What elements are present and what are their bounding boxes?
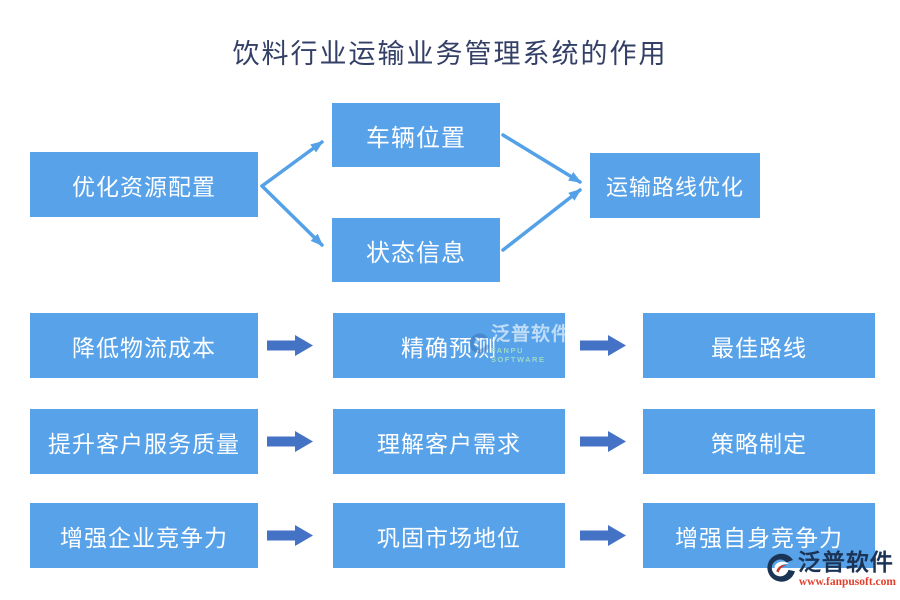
node-optimize-resources: 优化资源配置 — [30, 152, 258, 217]
arrow-status-to-target — [501, 188, 582, 252]
node-strategy-making: 策略制定 — [643, 409, 875, 474]
right-arrow-icon — [580, 431, 626, 452]
right-arrow-icon — [580, 335, 626, 356]
node-improve-service-quality: 提升客户服务质量 — [30, 409, 258, 474]
right-arrow-icon — [267, 431, 313, 452]
node-enhance-own-competitiveness: 增强自身竞争力 — [643, 503, 875, 568]
node-reduce-logistics-cost: 降低物流成本 — [30, 313, 258, 378]
right-arrow-icon — [267, 525, 313, 546]
node-vehicle-position: 车辆位置 — [332, 103, 500, 167]
page-title: 饮料行业运输业务管理系统的作用 — [232, 39, 668, 69]
arrow-source-to-status — [260, 184, 324, 247]
fanpu-swirl-icon — [767, 553, 795, 582]
fanpu-brand-logo: 泛普软件 www.fanpusoft.com — [766, 549, 896, 595]
brand-url: www.fanpusoft.com — [798, 576, 896, 588]
node-understand-customer-needs: 理解客户需求 — [333, 409, 565, 474]
node-status-info: 状态信息 — [332, 218, 500, 282]
benefit-row-service: 提升客户服务质量 理解客户需求 策略制定 — [30, 409, 875, 474]
benefit-row-logistics: 降低物流成本 精确预测 最佳路线 — [30, 313, 875, 378]
node-route-optimization: 运输路线优化 — [590, 153, 760, 218]
node-enhance-competitiveness: 增强企业竞争力 — [30, 503, 258, 568]
right-arrow-icon — [580, 525, 626, 546]
benefit-row-competitiveness: 增强企业竞争力 巩固市场地位 增强自身竞争力 — [30, 503, 875, 568]
right-arrow-icon — [267, 335, 313, 356]
node-consolidate-market-position: 巩固市场地位 — [333, 503, 565, 568]
arrow-source-to-vehicle — [260, 140, 324, 188]
arrow-vehicle-to-target — [501, 133, 582, 184]
brand-name: 泛普软件 — [797, 550, 894, 575]
node-accurate-forecast: 精确预测 — [333, 313, 565, 378]
node-best-route: 最佳路线 — [643, 313, 875, 378]
